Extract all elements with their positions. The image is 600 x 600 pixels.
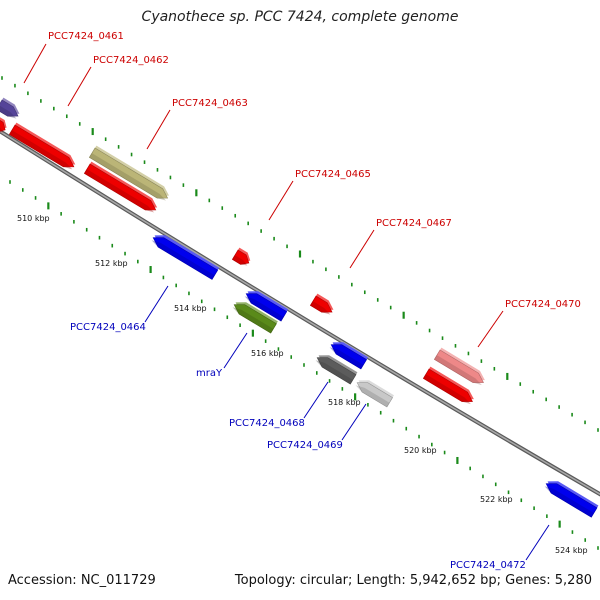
gene-label-pcc7424_0469: PCC7424_0469 — [267, 440, 343, 451]
gene-label-pcc7424_0468: PCC7424_0468 — [229, 418, 305, 429]
label-leader-line — [525, 524, 550, 561]
gene-labels: PCC7424_0461PCC7424_0462PCC7424_0463PCC7… — [48, 31, 581, 571]
kbp-label: 524 kbp — [555, 546, 588, 555]
gene-arrow — [0, 97, 20, 119]
gene-arrow — [83, 161, 158, 213]
label-leader-line — [303, 381, 329, 419]
gene-label-pcc7424_0462: PCC7424_0462 — [93, 55, 169, 66]
kbp-label: 510 kbp — [17, 214, 50, 223]
gene-arrow-pcc7424_0463 — [88, 145, 170, 201]
accession-text: Accession: NC_011729 — [8, 573, 156, 588]
gene-label-leaders — [23, 43, 550, 561]
gene-label-pcc7424_0470: PCC7424_0470 — [505, 299, 581, 310]
label-leader-line — [146, 109, 171, 150]
gene-label-pcc7424_0472: PCC7424_0472 — [450, 560, 526, 571]
gene-label-pcc7424_0461: PCC7424_0461 — [48, 31, 124, 42]
genome-backbone — [0, 128, 600, 497]
tick-marks — [1, 76, 599, 550]
gene-arrow — [329, 342, 368, 370]
gene-arrow-pcc7424_0461 — [0, 115, 7, 133]
gene-arrow-pcc7424_0467 — [309, 293, 334, 315]
label-leader-line — [23, 43, 47, 84]
gene-arrow-pcc7424_0470 — [433, 347, 485, 386]
gene-arrow-pcc7424_0462 — [8, 122, 76, 170]
gene-arrow-pcc7424_0464 — [151, 235, 220, 280]
kbp-label: 522 kbp — [480, 495, 513, 504]
map-title: Cyanothece sp. PCC 7424, complete genome — [141, 9, 459, 25]
label-leader-line — [223, 332, 248, 369]
kbp-label: 518 kbp — [328, 398, 361, 407]
label-leader-line — [144, 285, 169, 323]
gene-label-pcc7424_0464: PCC7424_0464 — [70, 322, 146, 333]
gene-arrow-pcc7424_0469 — [355, 380, 394, 408]
kbp-label: 512 kbp — [95, 259, 128, 268]
gene-label-pcc7424_0467: PCC7424_0467 — [376, 218, 452, 229]
kbp-label: 516 kbp — [251, 349, 284, 358]
label-leader-line — [341, 403, 367, 441]
topology-text: Topology: circular; Length: 5,942,652 bp… — [234, 573, 592, 588]
kbp-labels: 510 kbp 512 kbp 514 kbp 516 kbp 518 kbp 520 k… — [17, 214, 588, 555]
gene-arrow-mray — [232, 302, 278, 334]
gene-arrow — [244, 291, 289, 322]
kbp-label: 514 kbp — [174, 304, 207, 313]
gene-label-pcc7424_0463: PCC7424_0463 — [172, 98, 248, 109]
kbp-label: 520 kbp — [404, 446, 437, 455]
gene-label-pcc7424_0465: PCC7424_0465 — [295, 169, 371, 180]
gene-arrow-pcc7424_0465 — [231, 247, 251, 266]
label-leader-line — [349, 229, 375, 269]
gene-label-mray: mraY — [196, 368, 223, 379]
gene-arrow-pcc7424_0468 — [315, 355, 358, 385]
label-leader-line — [268, 180, 294, 221]
gene-arrow-red — [422, 366, 474, 405]
gene-arrow-pcc7424_0472 — [544, 481, 599, 518]
label-leader-line — [477, 310, 504, 348]
label-leader-line — [67, 66, 92, 107]
gene-features — [0, 97, 599, 518]
